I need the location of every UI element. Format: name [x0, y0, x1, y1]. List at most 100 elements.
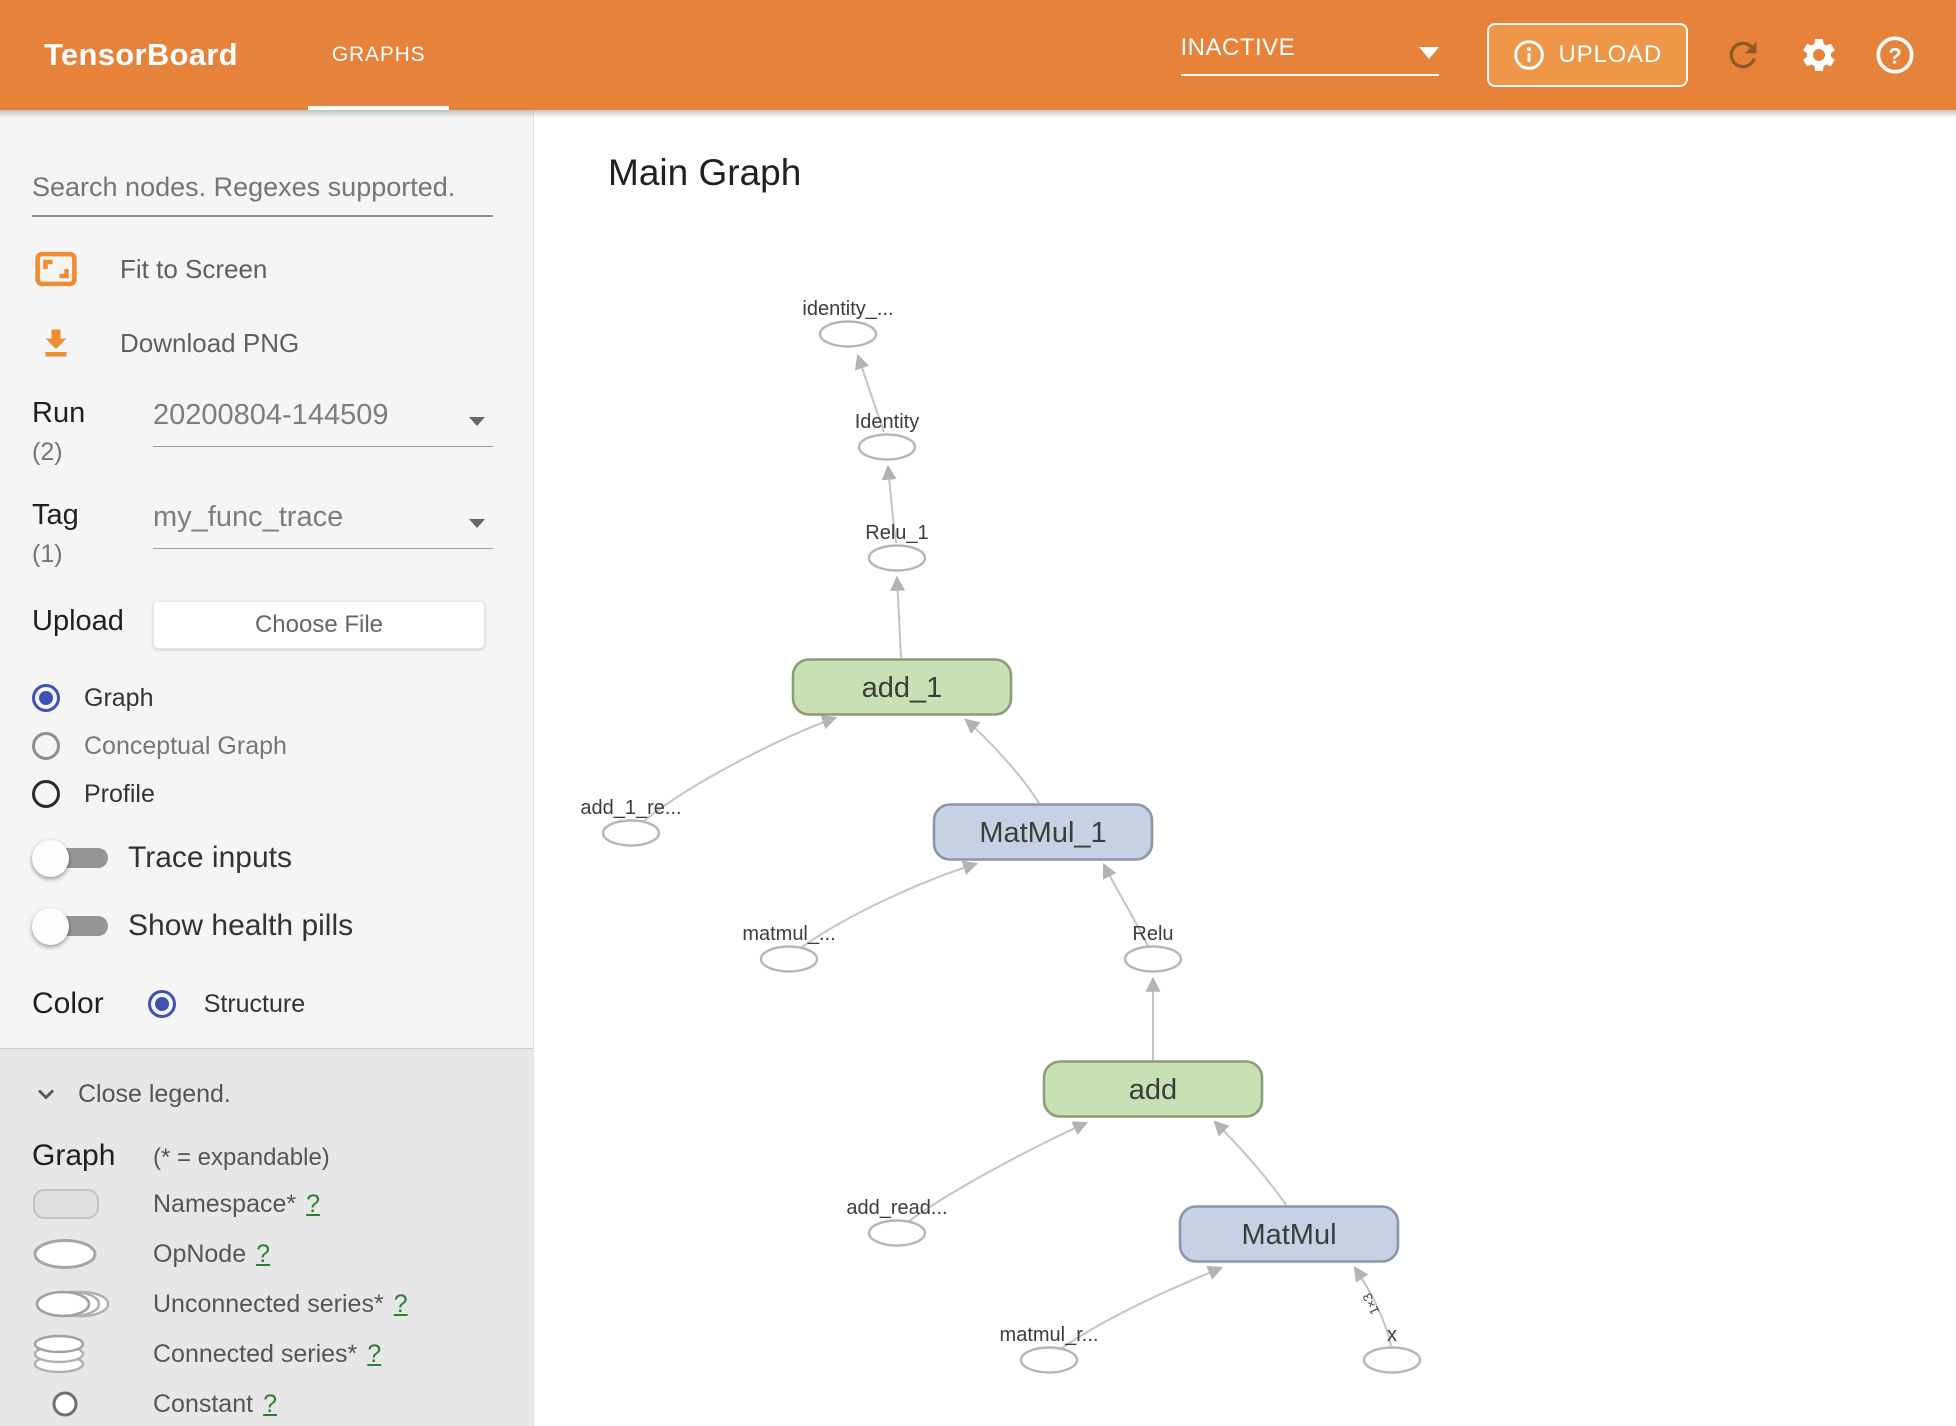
- namespace-icon: [32, 1187, 153, 1221]
- svg-text:identity_...: identity_...: [802, 298, 893, 320]
- connected-series-help-link[interactable]: ?: [367, 1339, 382, 1368]
- fit-to-screen-label: Fit to Screen: [120, 253, 268, 284]
- radio-graph-label: Graph: [84, 683, 154, 712]
- download-png-button[interactable]: Download PNG: [32, 321, 493, 365]
- download-png-label: Download PNG: [120, 327, 300, 358]
- run-row: Run (2) 20200804-144509: [32, 397, 493, 467]
- fit-to-screen-icon: [32, 251, 80, 287]
- legend-item-constant: Constant ?: [32, 1385, 501, 1423]
- opnode-icon: [32, 1237, 153, 1271]
- namespace-help-link[interactable]: ?: [306, 1189, 321, 1218]
- fit-to-screen-button[interactable]: Fit to Screen: [32, 247, 493, 291]
- legend-expandable-note: (* = expandable): [153, 1144, 330, 1171]
- run-select-value: 20200804-144509: [153, 399, 389, 431]
- graph-edges: 1×3: [643, 353, 1392, 1349]
- svg-text:?: ?: [1888, 43, 1902, 68]
- graph-node-matmul_1_read[interactable]: matmul_...: [742, 923, 836, 973]
- graph-node-add_1[interactable]: add_1: [791, 658, 1013, 716]
- choose-file-button[interactable]: Choose File: [153, 601, 485, 649]
- run-label: Run: [32, 397, 86, 429]
- tag-select[interactable]: my_func_trace: [153, 501, 493, 549]
- help-button[interactable]: ?: [1874, 34, 1916, 76]
- settings-button[interactable]: [1798, 34, 1840, 76]
- status-dropdown-value: INACTIVE: [1180, 34, 1296, 61]
- graph-edge-add_1-to-Relu_1: [890, 575, 906, 659]
- radio-unselected-icon: [32, 732, 60, 760]
- tab-graphs[interactable]: GRAPHS: [307, 0, 450, 110]
- gear-icon: [1803, 39, 1835, 71]
- svg-text:add_1: add_1: [862, 672, 943, 704]
- radio-conceptual-graph-label: Conceptual Graph: [84, 731, 287, 760]
- unconnected-series-icon: [32, 1287, 153, 1321]
- svg-text:MatMul: MatMul: [1241, 1219, 1336, 1251]
- graph-legend: Close legend. Graph (* = expandable) Nam…: [0, 1048, 533, 1426]
- svg-text:Relu_1: Relu_1: [865, 522, 928, 544]
- graph-node-MatMul[interactable]: MatMul: [1178, 1205, 1400, 1263]
- graph-node-x[interactable]: x: [1362, 1324, 1422, 1374]
- app-header: TensorBoard GRAPHS INACTIVE UPLOAD: [0, 0, 1956, 110]
- graph-node-matmul_read[interactable]: matmul_r...: [1000, 1324, 1099, 1374]
- svg-text:Relu: Relu: [1132, 923, 1173, 945]
- color-by-label: Color: [32, 987, 104, 1020]
- graph-node-Identity[interactable]: Identity: [855, 411, 919, 461]
- graph-edge-label: 1×3: [1359, 1291, 1382, 1317]
- graph-edge-Relu-to-MatMul_1: [1102, 862, 1149, 947]
- trace-inputs-toggle[interactable]: [32, 837, 112, 879]
- upload-label: Upload: [32, 605, 124, 637]
- close-legend-button[interactable]: Close legend.: [32, 1077, 501, 1111]
- svg-text:MatMul_1: MatMul_1: [979, 817, 1106, 849]
- graph-type-options: Graph Conceptual Graph Profile: [32, 681, 493, 811]
- search-nodes-input[interactable]: [32, 172, 493, 217]
- main-graph-title: Main Graph: [608, 152, 802, 193]
- graph-node-add_1_read[interactable]: add_1_re...: [580, 797, 682, 847]
- run-count: (2): [32, 438, 63, 466]
- legend-section-title: Graph: [32, 1139, 116, 1172]
- show-health-pills-toggle-row: Show health pills: [32, 905, 493, 947]
- legend-item-unconnected-series: Unconnected series* ?: [32, 1285, 501, 1323]
- radio-conceptual-graph[interactable]: Conceptual Graph: [32, 729, 493, 763]
- tag-count: (1): [32, 540, 63, 568]
- radio-unselected-icon: [32, 780, 60, 808]
- color-by-row: Color Structure: [32, 987, 493, 1021]
- graph-node-identity_out[interactable]: identity_...: [802, 298, 894, 348]
- close-legend-label: Close legend.: [78, 1079, 231, 1108]
- upload-button-label: UPLOAD: [1558, 41, 1662, 68]
- graph-node-add[interactable]: add: [1042, 1060, 1264, 1118]
- upload-row: Upload Choose File: [32, 601, 493, 649]
- run-select[interactable]: 20200804-144509: [153, 399, 493, 447]
- graph-edge-Identity-to-identity_out: [854, 353, 885, 433]
- graph-edge-matmul_read-to-MatMul: [1061, 1265, 1224, 1349]
- graph-node-MatMul_1[interactable]: MatMul_1: [932, 803, 1154, 861]
- radio-structure[interactable]: [147, 990, 176, 1018]
- choose-file-label: Choose File: [254, 611, 384, 638]
- chevron-down-icon: [1418, 47, 1439, 59]
- trace-inputs-toggle-row: Trace inputs: [32, 837, 493, 879]
- status-dropdown[interactable]: INACTIVE: [1180, 34, 1439, 76]
- graph-edge-add_read-to-add: [908, 1121, 1089, 1222]
- svg-text:add_read...: add_read...: [846, 1197, 947, 1219]
- tag-label: Tag: [32, 499, 79, 531]
- tag-row: Tag (1) my_func_trace: [32, 499, 493, 569]
- radio-graph[interactable]: Graph: [32, 681, 493, 715]
- radio-profile[interactable]: Profile: [32, 777, 493, 811]
- graph-node-Relu[interactable]: Relu: [1123, 923, 1183, 973]
- legend-item-opnode: OpNode ?: [32, 1235, 501, 1273]
- constant-help-link[interactable]: ?: [263, 1389, 277, 1418]
- info-icon: [1513, 40, 1544, 70]
- graph-node-add_read[interactable]: add_read...: [846, 1197, 948, 1247]
- connected-series-icon: [32, 1333, 153, 1375]
- graph-edge-matmul_1_read-to-MatMul_1: [801, 860, 979, 948]
- reload-button[interactable]: [1722, 34, 1764, 76]
- upload-button[interactable]: UPLOAD: [1486, 23, 1688, 87]
- graph-node-Relu_1[interactable]: Relu_1: [865, 522, 929, 572]
- help-icon: ?: [1876, 36, 1914, 74]
- svg-text:add_1_re...: add_1_re...: [580, 797, 681, 819]
- unconnected-series-help-link[interactable]: ?: [393, 1289, 408, 1318]
- svg-text:x: x: [1387, 1324, 1397, 1346]
- show-health-pills-toggle[interactable]: [32, 905, 112, 947]
- opnode-help-link[interactable]: ?: [256, 1239, 271, 1268]
- chevron-down-icon: [469, 519, 485, 528]
